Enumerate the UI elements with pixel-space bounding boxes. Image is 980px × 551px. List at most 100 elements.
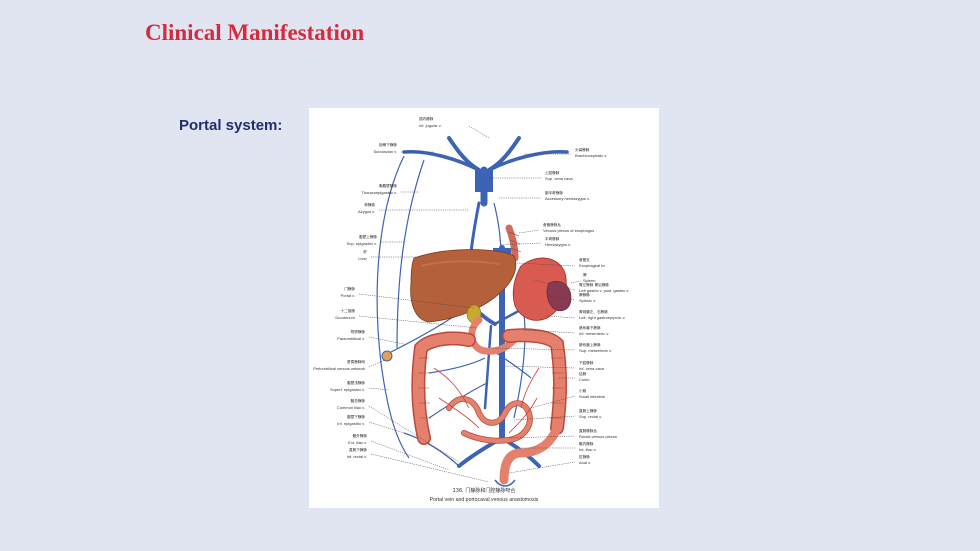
diagram-svg: 锁骨下静脉 Subclavian v. 胸腹壁静脉 Thoracoepigast…: [313, 116, 629, 503]
slide-title: Clinical Manifestation: [145, 20, 365, 45]
superior-mesenteric-vein: [483, 324, 493, 410]
small-intestine-body: [446, 396, 533, 443]
label-int-jugular-zh: 颈内静脉: [419, 116, 434, 121]
small-intestine: [446, 396, 533, 444]
label-ext-iliac-zh: 髂外静脉: [353, 433, 368, 438]
mesenteric-branch-left: [428, 357, 486, 374]
esophagus: [505, 224, 522, 262]
label-ivc: Inf. vena cava: [579, 366, 605, 371]
label-paraumbilical-zh: 附脐静脉: [351, 329, 366, 334]
label-inf-mesenteric: Inf. mesenteric v.: [579, 331, 609, 336]
label-splenic: Splenic v.: [579, 298, 596, 303]
thoracoepigastric-vein: [376, 155, 410, 459]
label-periumbilical: Periumbilical venous network: [313, 366, 365, 371]
label-inf-mesenteric-zh: 肠系膜下静脉: [579, 325, 601, 330]
label-sup-rectal-zh: 直肠上静脉: [579, 408, 597, 413]
spleen: [546, 280, 572, 311]
label-spleen: Spleen: [583, 278, 595, 283]
rectal-venous-plexus: [494, 479, 516, 487]
figure-caption-zh: 136. 门静脉和门腔静脉吻合: [453, 487, 516, 494]
liver-highlight: [420, 260, 500, 267]
label-spleen-zh: 脾: [583, 272, 587, 277]
label-sup-mesenteric-zh: 肠系膜上静脉: [579, 342, 601, 347]
label-esophageal-plexus: Venous plexus of esophagus: [543, 228, 594, 233]
svc-junction: [475, 170, 493, 192]
right-leader-lines: [468, 125, 582, 474]
colon-body: [412, 329, 566, 444]
section-label: Portal system:: [179, 117, 283, 134]
esophagus-tube: [505, 224, 519, 262]
label-splenic-zh: 脾静脉: [579, 292, 590, 297]
superior-epigastric-vein: [396, 159, 425, 349]
label-rectal-plexus-zh: 直肠静脉丛: [579, 428, 597, 433]
label-superf-epigastric: Superf. epigastric v.: [330, 387, 365, 392]
label-thoracoepigastric: Thoracoepigastric v.: [361, 190, 397, 195]
brachiocephalic-vein: [487, 149, 569, 172]
label-svc: Sup. vena cava: [545, 176, 573, 181]
label-gastroepiploic-zh: 胃网膜左、右静脉: [579, 309, 608, 314]
label-svc-zh: 上腔静脉: [545, 170, 560, 175]
label-duodenum: Duodenum: [335, 315, 355, 320]
label-int-iliac-zh: 髂内静脉: [579, 441, 594, 446]
label-brachiocephalic-zh: 头臂静脉: [575, 147, 590, 152]
label-accessory-hemiazygos-zh: 副半奇静脉: [545, 190, 563, 195]
label-ext-iliac: Ext. iliac v.: [348, 440, 367, 445]
label-azygos-zh: 奇静脉: [364, 202, 375, 207]
label-hemiazygos: Hemiazygos v.: [545, 242, 571, 247]
label-gastroepiploic: Left, right gastroepiploic v.: [579, 315, 625, 320]
label-sup-rectal: Sup. rectal v.: [579, 414, 602, 419]
label-accessory-hemiazygos: Accessory hemiazygos v.: [545, 196, 590, 201]
label-int-iliac: Int. iliac v.: [579, 447, 597, 452]
left-labels: 锁骨下静脉 Subclavian v. 胸腹壁静脉 Thoracoepigast…: [313, 142, 397, 459]
label-left-gastric-zh: 胃左静脉 胃后静脉: [579, 282, 609, 287]
left-leader-lines: [358, 151, 490, 483]
label-thoracoepigastric-zh: 胸腹壁静脉: [379, 183, 397, 188]
label-sup-epigastric-zh: 腹壁上静脉: [359, 234, 377, 239]
esophageal-plexus: [508, 231, 522, 253]
label-sup-epigastric: Sup. epigastric v.: [347, 241, 377, 246]
colon: [411, 328, 567, 445]
label-esophageal-br: Esophageal br.: [579, 263, 606, 268]
figure-caption-en: Portal vein and portocaval venous anasto…: [430, 497, 539, 503]
label-small-intestine-zh: 小肠: [579, 388, 587, 393]
label-ivc-zh: 下腔静脉: [579, 360, 594, 365]
label-portal: Portal v.: [341, 293, 355, 298]
label-small-intestine: Small intestine: [579, 394, 606, 399]
label-hemiazygos-zh: 半奇静脉: [545, 236, 560, 241]
label-periumbilical-zh: 脐周静脉网: [347, 359, 365, 364]
duodenum: [468, 316, 518, 355]
label-anal-zh: 肛静脉: [579, 454, 590, 459]
label-common-iliac: Common iliac v.: [337, 405, 365, 410]
label-left-gastric: Left gastric v. post. gastric v.: [579, 288, 629, 293]
label-brachiocephalic: Brachiocephalic v.: [575, 153, 607, 158]
umbilicus: [381, 350, 393, 362]
label-inf-epigastric-zh: 腹壁下静脉: [347, 414, 365, 419]
sigmoid-rectum: [499, 423, 562, 485]
label-inf-rectal-zh: 直肠下静脉: [349, 447, 367, 452]
label-subclavian: Subclavian v.: [374, 149, 398, 154]
label-anal: Anal v.: [579, 460, 591, 465]
label-portal-zh: 门静脉: [344, 286, 355, 291]
label-subclavian-zh: 锁骨下静脉: [379, 142, 397, 147]
label-liver: Liver: [358, 256, 367, 261]
label-inf-epigastric: Inf. epigastric v.: [337, 421, 365, 426]
label-esophageal-plexus-zh: 食管静脉丛: [543, 222, 561, 227]
mesenteric-arterial-network: [433, 367, 540, 434]
label-paraumbilical: Paraumbilical v.: [337, 336, 365, 341]
label-esophageal-br-zh: 食管支: [579, 257, 590, 262]
colon-haustra: [418, 357, 564, 419]
label-common-iliac-zh: 髂总静脉: [351, 398, 366, 403]
label-superf-epigastric-zh: 腹壁浅静脉: [347, 380, 365, 385]
subclavian-vein: [402, 150, 481, 172]
inferior-epigastric-vein: [403, 432, 460, 467]
label-inf-rectal: Inf. rectal v.: [347, 454, 367, 459]
left-jugular-vein: [447, 136, 481, 172]
portal-system-diagram: 锁骨下静脉 Subclavian v. 胸腹壁静脉 Thoracoepigast…: [309, 108, 659, 508]
label-duodenum-zh: 十二指肠: [341, 308, 356, 313]
label-int-jugular: Int. jugular v.: [419, 123, 442, 128]
label-colon: Colon: [579, 377, 589, 382]
label-liver-zh: 肝: [363, 249, 367, 254]
label-sup-mesenteric: Sup. mesenteric v.: [579, 348, 612, 353]
label-azygos: Azygos v.: [358, 209, 375, 214]
label-colon-zh: 结肠: [579, 371, 587, 376]
